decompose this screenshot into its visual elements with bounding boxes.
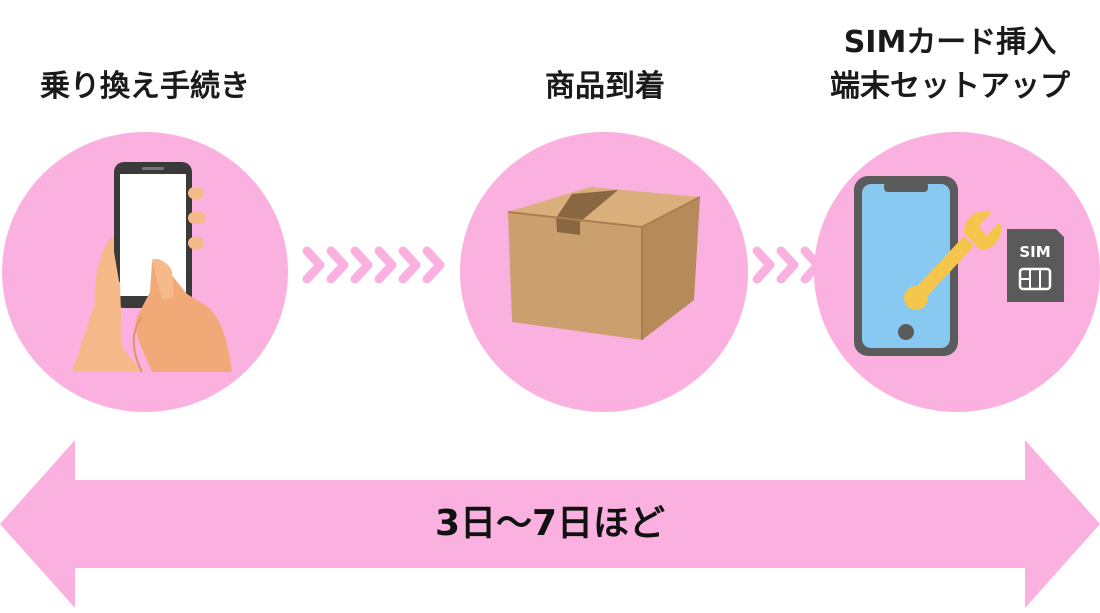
step-1-circle: [2, 132, 288, 412]
step-2-circle: [460, 132, 748, 412]
hand-holding-smartphone-icon: [72, 162, 232, 373]
double-headed-arrow-icon: [0, 440, 1100, 608]
sim-label: SIM: [1019, 243, 1050, 261]
timeline-label: 3日〜7日ほど: [434, 503, 666, 544]
step-3-title-line2: 端末セットアップ: [830, 69, 1070, 104]
phone-wrench-sim-icon: SIM: [854, 176, 1064, 356]
cardboard-box-icon: [507, 187, 701, 340]
step-2-title: 商品到着: [545, 69, 665, 104]
step-1-title: 乗り換え手続き: [40, 69, 250, 104]
step-3-circle: SIM: [814, 132, 1100, 412]
sim-card-icon: SIM: [1007, 229, 1064, 302]
chevrons-right-icon: [302, 246, 445, 284]
step-3-title-line1: SIMカード挿入: [843, 25, 1057, 60]
